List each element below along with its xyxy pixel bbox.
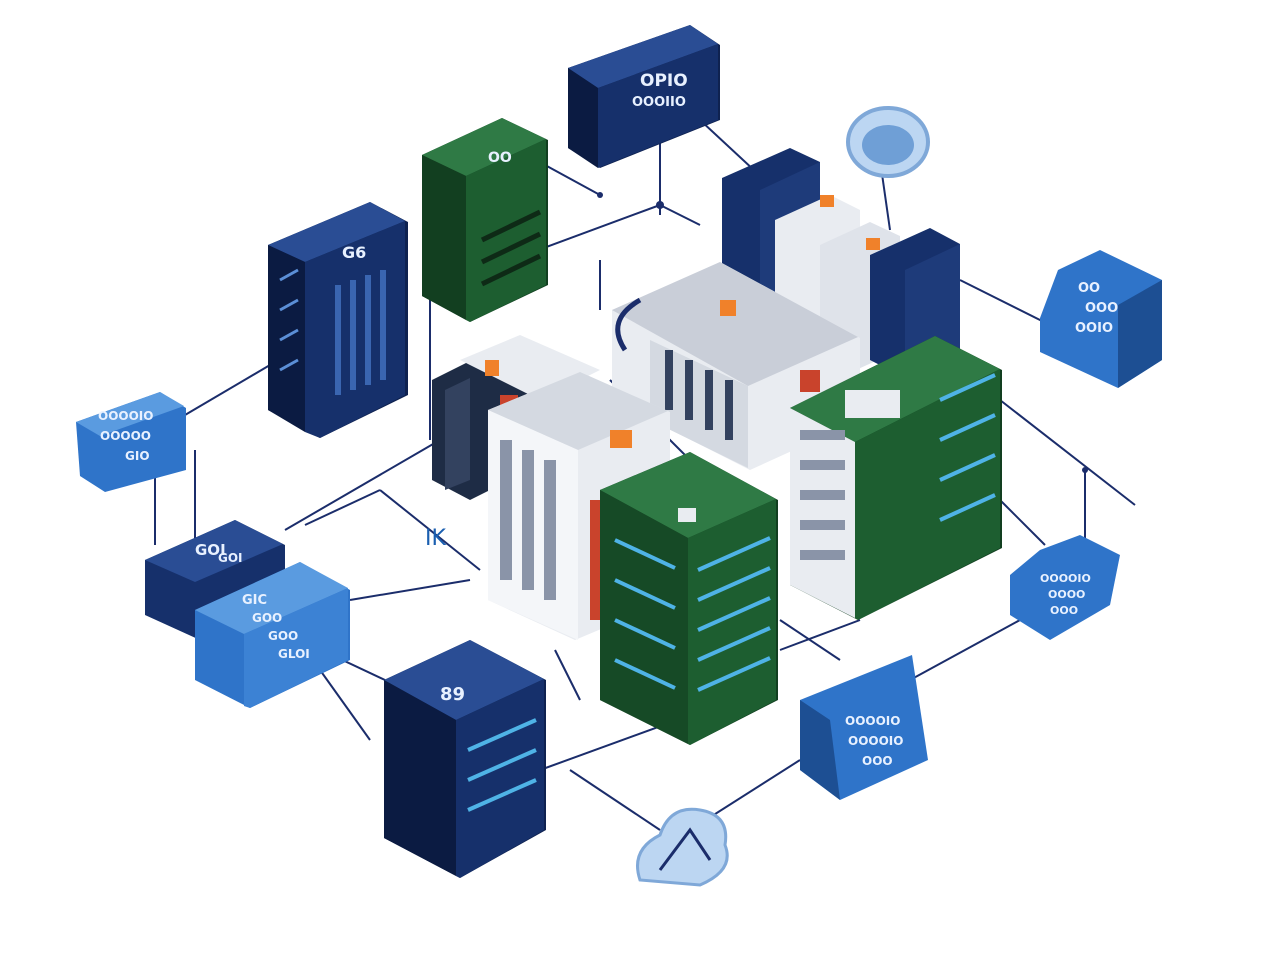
connector-node [597,192,603,198]
left-cluster-front: GIC GOO GOO GLOI [195,562,350,708]
right-small-panel-line-2: OOOO [1048,588,1085,601]
left-cluster-b-line-4: GLOI [278,647,310,661]
front-green-rack [600,452,778,745]
connector-line [554,649,581,701]
top-server-box: OPIO OOOIIO [568,25,720,168]
left-cluster-b-line-1: GIC [242,593,267,608]
left-cluster-b-line-3: GOO [268,629,298,643]
cloud-icon-bottom [636,807,729,887]
connector-node [656,201,664,209]
cloud-icon-top [846,106,930,178]
bottom-right-panel-line-2: OOOOIO [848,734,903,748]
connector-line [319,669,371,741]
connector-line [909,619,1021,681]
bottom-right-panel-line-1: OOOOIO [845,714,900,728]
connector-line [659,204,701,226]
right-panel-line-2: OOO [1085,301,1118,316]
connector-line [304,489,381,526]
bottom-tower-label: 89 [440,684,465,705]
left-blue-panel: OOOOIO OOOOO GIO [76,392,186,492]
connector-line [544,164,601,196]
connector-line [779,619,861,651]
left-tower-label: G6 [342,243,366,262]
connector-line [999,499,1046,546]
connector-line [569,769,661,831]
right-blue-panel: OO OOO OOIO [1040,250,1162,388]
green-server-tower-top: OO [422,118,548,322]
right-small-panel-line-3: OOO [1050,604,1078,617]
left-cluster-a-line-2: GOI [218,551,243,565]
connector-line [349,579,471,601]
left-panel-line-3: GIO [125,449,150,463]
connector-node [1082,467,1088,473]
connector-line [184,364,271,416]
left-cluster-a-line-1: GOI [195,541,226,559]
center-glyph: IK [425,526,446,551]
connector-line [999,399,1136,506]
connector-line [379,489,481,571]
right-panel-line-3: OOIO [1075,321,1113,336]
top-box-label-2: OOOIIO [632,95,686,110]
left-server-tower: G6 [268,202,408,438]
top-box-label-1: OPIO [640,71,688,91]
bottom-right-panel-line-3: OOO [862,754,893,768]
left-panel-line-1: OOOOIO [98,409,153,423]
bottom-server-tower: 89 [384,640,546,878]
bottom-right-panel: OOOOIO OOOOIO OOO [800,655,928,800]
right-green-rack [790,336,1002,620]
right-small-panel: OOOOIO OOOO OOO [1010,535,1120,640]
right-small-panel-line-1: OOOOIO [1040,572,1091,585]
left-cluster-b-line-2: GOO [252,611,282,625]
green-tower-label: OO [488,150,512,166]
connector-line [284,439,441,531]
connector-line [779,619,841,661]
right-panel-line-1: OO [1078,281,1100,296]
left-panel-line-2: OOOOO [100,429,151,443]
